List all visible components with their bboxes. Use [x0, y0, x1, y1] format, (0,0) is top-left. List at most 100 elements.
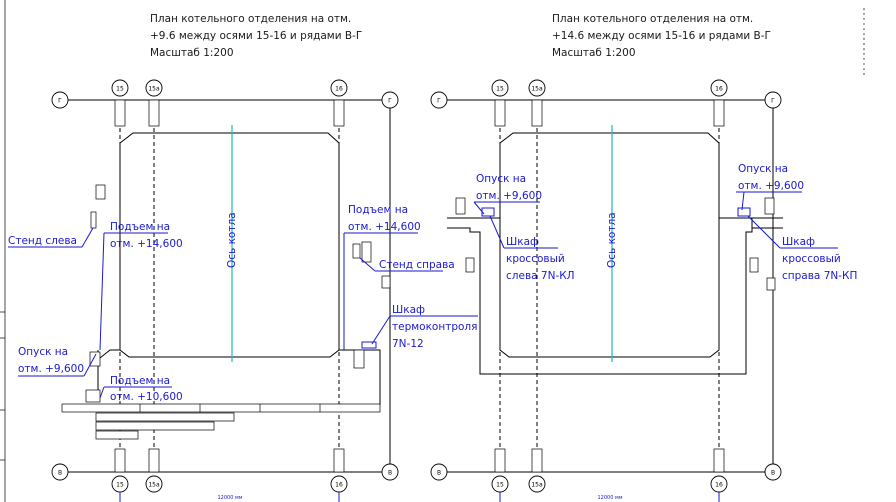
left-column-15a-bottom — [148, 448, 160, 473]
left-axis-v-left-bubble — [51, 463, 69, 481]
left-title-line3: Масштаб 1:200 — [150, 47, 234, 59]
left-axis-g-right-label: Г — [388, 98, 392, 105]
cabinet-cross-left-leader — [489, 215, 505, 249]
left-axis-v-right-bubble — [381, 463, 399, 481]
left-dimension-label: 12000 мм — [217, 495, 242, 501]
right-axis-15a-bottom-label: 15а — [531, 482, 543, 489]
descent-label-2: отм. +9,600 — [18, 363, 84, 375]
left-axis-15-bottom-label: 15 — [116, 482, 124, 489]
descent-leader — [83, 353, 97, 377]
left-stair-right — [339, 349, 381, 405]
stand-left-block — [90, 211, 97, 229]
stand-right-label: Стенд справа — [379, 259, 455, 271]
right-descent-right-label-1: Опуск на — [738, 163, 788, 175]
lift-left-leader — [99, 232, 105, 351]
left-column-15a-top — [148, 99, 160, 127]
left-bottom-block — [85, 389, 101, 403]
left-axis-g-right-bubble — [381, 91, 399, 109]
right-axis-15a-top-label: 15а — [531, 86, 543, 93]
left-column-15-bottom — [114, 448, 126, 473]
cabinet-thermo-leader — [371, 315, 391, 345]
right-axis-v-left-bubble — [430, 463, 448, 481]
right-dimension-label: 12000 мм — [597, 495, 622, 501]
left-column-16-bottom — [333, 448, 345, 473]
left-plan: План котельного отделения на отм. +9.6 м… — [8, 13, 478, 502]
right-axis-g-left-bubble — [430, 91, 448, 109]
lift-right-label-1: Подъем на — [348, 204, 408, 216]
lift-right-label-2: отм. +14,600 — [348, 221, 421, 233]
right-axis-v-right-bubble — [764, 463, 782, 481]
right-axis-15-top-bubble — [491, 79, 509, 97]
left-equipment-block — [95, 184, 106, 200]
right-descent-left-label-1: Опуск на — [476, 173, 526, 185]
stand-right-block — [352, 243, 361, 259]
left-axis-15-top-label: 15 — [116, 86, 124, 93]
left-axis-15a-top-label: 15а — [148, 86, 160, 93]
cabinet-thermo-label-1: Шкаф — [392, 304, 425, 316]
right-axis-v-right-label: В — [771, 470, 775, 477]
stand-right-leader — [359, 257, 376, 272]
left-title-line2: +9.6 между осями 15-16 и рядами В-Г — [150, 30, 362, 42]
lift-left-label-1: Подъем на — [110, 221, 170, 233]
cabinet-thermo-label-3: 7N-12 — [392, 338, 424, 350]
cabinet-cross-right-symbol — [737, 207, 751, 217]
right-axis-15a-top-bubble — [528, 79, 546, 97]
descent-label-1: Опуск на — [18, 346, 68, 358]
stand-left-leader — [81, 227, 94, 248]
left-equipment-block-right — [361, 241, 372, 263]
cabinet-cross-left-label-2: кроссовый — [506, 253, 565, 265]
right-column-15-top — [494, 99, 506, 127]
right-boiler-axis-label: Ось котла — [606, 212, 618, 268]
left-boiler-axis-label: Ось котла — [226, 212, 238, 268]
left-platform-2 — [95, 412, 235, 422]
cabinet-cross-left-label-3: слева 7N-КЛ — [506, 270, 575, 282]
right-column-15a-top — [531, 99, 543, 127]
right-descent-right-label-2: отм. +9,600 — [738, 180, 804, 192]
right-boiler-outline — [499, 132, 720, 358]
cabinet-cross-left-symbol — [481, 207, 495, 217]
right-descent-left-leader — [473, 201, 485, 215]
right-equipment-left — [455, 197, 466, 215]
right-descent-right-leader — [741, 191, 745, 211]
left-axis-v-left-label: В — [58, 470, 62, 477]
right-axis-15a-bottom-bubble — [528, 475, 546, 493]
right-axis-16-top-bubble — [710, 79, 728, 97]
cabinet-thermo-label-2: термоконтроля — [392, 321, 477, 333]
cabinet-cross-right-label-1: Шкаф — [782, 236, 815, 248]
left-descent-block — [89, 351, 101, 367]
right-column-16-top — [713, 99, 725, 127]
right-axis-g-left-label: Г — [437, 98, 441, 105]
left-column-16-top — [333, 99, 345, 127]
left-axis-v-right-label: В — [388, 470, 392, 477]
right-axis-16-bottom-label: 16 — [715, 482, 723, 489]
left-axis-16-top-bubble — [330, 79, 348, 97]
right-title-line1: План котельного отделения на отм. — [552, 13, 753, 25]
right-column-15-bottom — [494, 448, 506, 473]
left-platform-4 — [95, 430, 139, 440]
left-axis-g-left-label: Г — [58, 98, 62, 105]
right-title-line2: +14.6 между осями 15-16 и рядами В-Г — [552, 30, 771, 42]
cabinet-cross-left-label-1: Шкаф — [506, 236, 539, 248]
left-axis-16-bottom-label: 16 — [335, 482, 343, 489]
stand-left-label: Стенд слева — [8, 235, 77, 247]
lift-bottom-leader — [99, 386, 105, 399]
left-axis-15a-bottom-label: 15а — [148, 482, 160, 489]
right-axis-15-top-label: 15 — [496, 86, 504, 93]
right-axis-g-right-bubble — [764, 91, 782, 109]
cabinet-cross-right-leader — [747, 215, 781, 249]
left-axis-16-top-label: 16 — [335, 86, 343, 93]
right-axis-15-bottom-label: 15 — [496, 482, 504, 489]
right-descent-left-label-2: отм. +9,600 — [476, 190, 542, 202]
left-axis-15a-bottom-bubble — [145, 475, 163, 493]
right-title-line3: Масштаб 1:200 — [552, 47, 636, 59]
right-equipment-right — [764, 197, 775, 215]
right-column-15a-bottom — [531, 448, 543, 473]
lift-bottom-label-2: отм. +10,600 — [110, 391, 183, 403]
right-axis-g-right-label: Г — [771, 98, 775, 105]
left-column-15-top — [114, 99, 126, 127]
left-axis-g-left-bubble — [51, 91, 69, 109]
left-equipment-cluster — [353, 349, 365, 369]
right-equipment-right-2 — [749, 257, 759, 273]
left-axis-15a-top-bubble — [145, 79, 163, 97]
